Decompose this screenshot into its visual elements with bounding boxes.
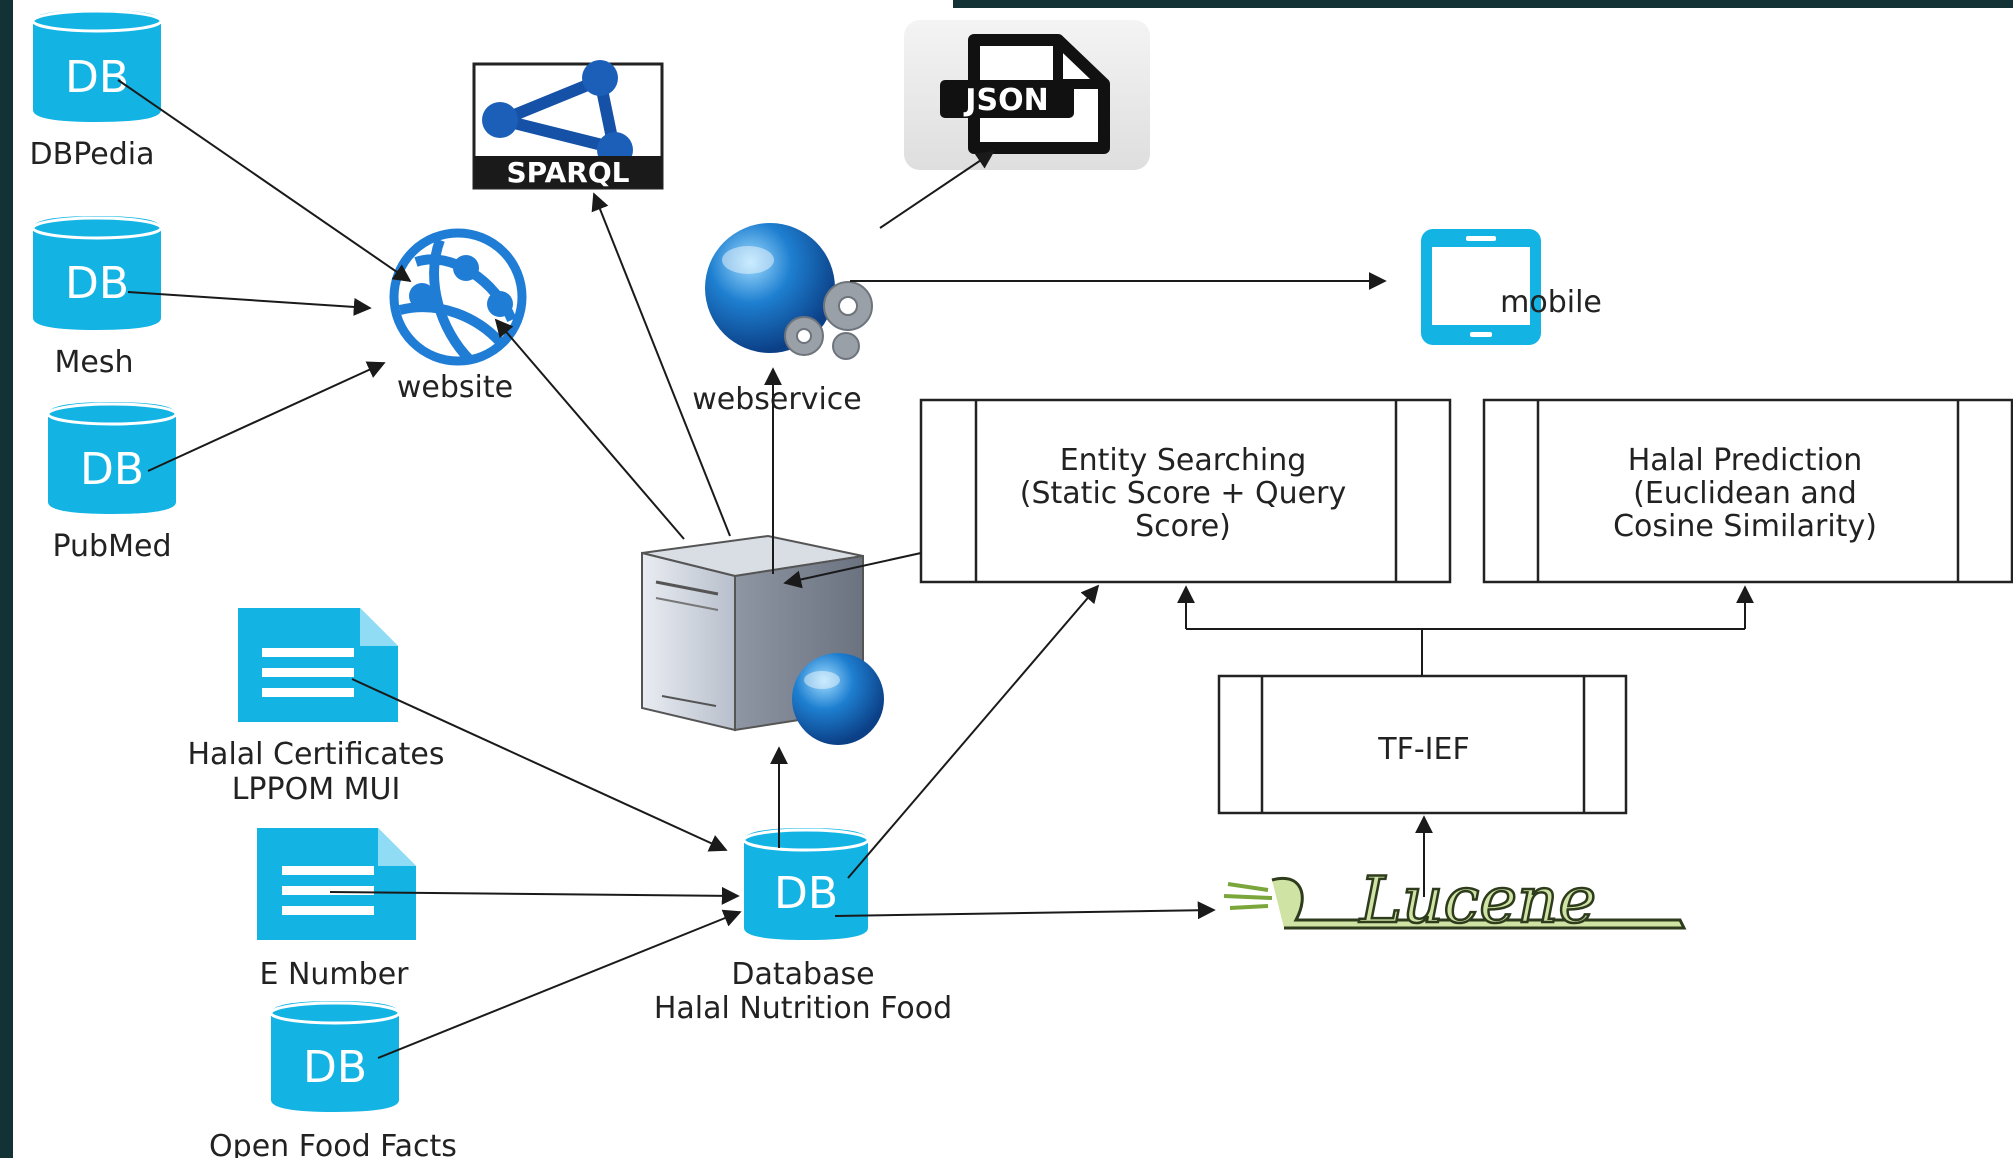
db-dbpedia-icon: DB [31, 9, 163, 122]
arrow-openfood-database [377, 909, 742, 1059]
entity-searching-line3: Score) [1135, 509, 1231, 544]
connector-arrows [117, 79, 1754, 1059]
db-halal-nutrition-text: DB [774, 868, 838, 919]
entity-searching-line2: (Static Score + Query [1020, 476, 1346, 511]
e-number-document-icon [257, 828, 416, 940]
db-dbpedia-text: DB [65, 52, 129, 103]
website-label: website [397, 370, 513, 405]
top-strip [13, 0, 953, 8]
halal-prediction-line3: Cosine Similarity) [1613, 509, 1877, 544]
json-text: JSON [963, 83, 1048, 118]
db-halal-nutrition-icon: DB [742, 828, 870, 940]
database-label: Database [731, 957, 874, 992]
mobile-label: mobile [1500, 285, 1602, 320]
halal-prediction-line1: Halal Prediction [1628, 443, 1863, 478]
sparql-text: SPARQL [507, 156, 630, 189]
tfief-label: TF-IEF [1377, 732, 1469, 767]
arrow-entity-server [783, 552, 922, 589]
halal-prediction-box [1482, 398, 2013, 584]
lucene-text: Lucene [1359, 864, 1597, 938]
pubmed-label: PubMed [52, 529, 171, 564]
halal-certificates-document-icon [238, 608, 398, 722]
db-open-food-facts-icon: DB [269, 1001, 401, 1112]
webservice-label: webservice [692, 382, 862, 417]
entity-searching-box [919, 398, 1452, 584]
db-mesh-icon: DB [31, 216, 163, 330]
mesh-label: Mesh [55, 345, 134, 380]
db-pubmed-icon: DB [46, 402, 178, 514]
halal-nutrition-food-label: Halal Nutrition Food [654, 991, 952, 1026]
json-file-icon: JSON [904, 20, 1150, 170]
halal-prediction-line2: (Euclidean and [1633, 476, 1857, 511]
lucene-logo-icon: Lucene [1223, 863, 1687, 939]
gear-icon [784, 281, 873, 360]
lppom-mui-label: LPPOM MUI [232, 772, 401, 807]
mobile-phone-icon [1421, 229, 1541, 345]
db-pubmed-text: DB [80, 444, 144, 495]
arrow-certificates-database [351, 678, 728, 852]
tfief-box [1217, 674, 1628, 815]
arrow-server-website [494, 318, 685, 540]
arrow-enumber-database [329, 886, 740, 905]
server-globe-icon [792, 653, 884, 745]
arrow-database-entity [847, 584, 1100, 879]
dbpedia-label: DBPedia [30, 137, 155, 172]
e-number-label: E Number [259, 957, 409, 992]
db-mesh-text: DB [65, 258, 129, 309]
arrow-database-lucene [834, 901, 1216, 920]
entity-searching-line1: Entity Searching [1060, 443, 1307, 478]
arrow-dbpedia-website [117, 79, 412, 283]
arrow-webservice-json [879, 150, 995, 229]
arrow-server-sparql [591, 192, 731, 537]
arrow-pubmed-website [147, 361, 386, 472]
arrow-mesh-website [127, 291, 372, 316]
open-food-facts-label: Open Food Facts [209, 1129, 457, 1158]
db-open-food-facts-text: DB [303, 1042, 367, 1093]
halal-certificates-label: Halal Certificates [188, 737, 445, 772]
sparql-logo-icon: SPARQL [472, 60, 664, 190]
website-globe-icon [389, 228, 527, 366]
